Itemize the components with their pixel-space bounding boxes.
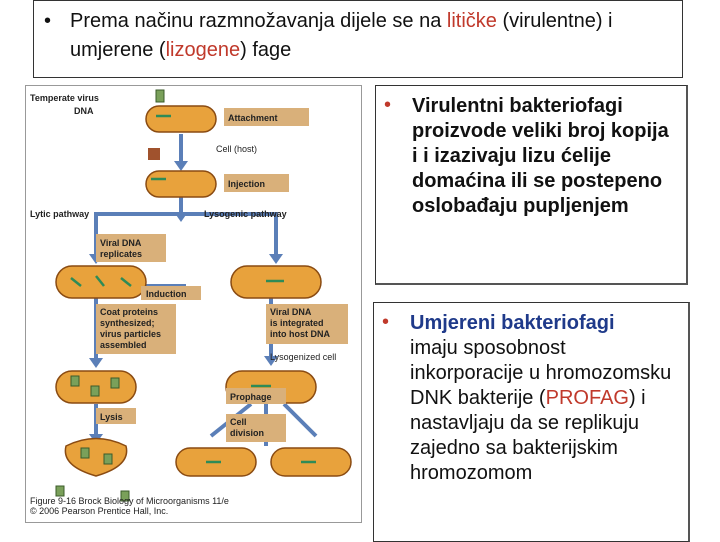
label-cell-division-2: division	[230, 428, 264, 438]
title-red2: lizogene	[165, 39, 241, 61]
label-coat-1: Coat proteins	[100, 307, 158, 317]
cell-attachment	[145, 105, 217, 133]
label-attachment: Attachment	[228, 113, 278, 123]
phage-5	[103, 453, 113, 465]
label-lysogenized-cell: Lysogenized cell	[270, 352, 336, 362]
cell-injection	[145, 170, 217, 198]
label-integrated-2: is integrated	[270, 318, 324, 328]
phage-3	[110, 377, 120, 389]
label-coat-2: synthesized;	[100, 318, 155, 328]
label-integrated-3: into host DNA	[270, 329, 330, 339]
phage-1	[70, 375, 80, 387]
label-boxes	[96, 108, 348, 442]
label-cell-division-1: Cell	[230, 417, 247, 427]
phage-temperate	[155, 89, 165, 103]
virulent-box: • Virulentni bakteriofagi proizvode veli…	[375, 85, 688, 285]
label-viral-dna-replicates-1: Viral DNA	[100, 238, 142, 248]
label-cell-host: Cell (host)	[216, 144, 257, 154]
temperate-box: • Umjereni bakteriofagi imaju sposobnost …	[373, 302, 690, 542]
label-lysis: Lysis	[100, 412, 123, 422]
free-virion	[148, 148, 160, 160]
label-lysogenic-pathway: Lysogenic pathway	[204, 209, 287, 219]
figure-svg: Temperate virus DNA Attachment Cell (hos…	[30, 89, 352, 516]
figure-caption-2: © 2006 Pearson Prentice Hall, Inc.	[30, 506, 168, 516]
label-viral-dna-replicates-2: replicates	[100, 249, 142, 259]
dna-marks	[70, 114, 316, 464]
phage-6	[55, 485, 65, 497]
title-part2: (virulentne) i umjerene (	[70, 10, 613, 61]
phage-7	[120, 490, 130, 502]
label-coat-4: assembled	[100, 340, 147, 350]
label-integrated-1: Viral DNA	[270, 307, 312, 317]
phage-particles	[55, 89, 165, 502]
title-part3: ) fage	[240, 39, 292, 61]
phage-4	[80, 447, 90, 459]
label-dna: DNA	[74, 106, 94, 116]
temperate-text1: imaju sposobnost inkorporacije u hromozo…	[410, 337, 672, 409]
cell-lysis	[64, 437, 128, 477]
title-bullet: •	[44, 10, 52, 32]
phage-lifecycle-figure: Temperate virus DNA Attachment Cell (hos…	[25, 85, 362, 523]
virulent-text: Virulentni bakteriofagi proizvode veliki…	[412, 95, 669, 217]
temperate-text2: ) i nastavljaju da se replikuju zajedno …	[410, 387, 646, 484]
figure-caption-1: Figure 9-16 Brock Biology of Microorgani…	[30, 496, 229, 506]
virulent-bullet: •	[384, 94, 392, 116]
temperate-text: Umjereni bakteriofagi imaju sposobnost in…	[410, 311, 682, 486]
label-injection: Injection	[228, 179, 265, 189]
label-coat-3: virus particles	[100, 329, 161, 339]
phage-2	[90, 385, 100, 397]
label-temperate-virus: Temperate virus	[30, 93, 99, 103]
temperate-heading: Umjereni bakteriofagi	[410, 312, 615, 334]
title-box: • Prema načinu razmnožavanja dijele se n…	[33, 0, 683, 78]
label-prophage: Prophage	[230, 392, 272, 402]
title-text: Prema načinu razmnožavanja dijele se na …	[70, 7, 672, 65]
title-part1: Prema načinu razmnožavanja dijele se na	[70, 10, 447, 32]
temperate-red: PROFAG	[545, 387, 629, 409]
title-red1: litičke	[446, 10, 497, 32]
temperate-bullet: •	[382, 311, 390, 333]
label-lytic-pathway: Lytic pathway	[30, 209, 89, 219]
label-induction: Induction	[146, 289, 187, 299]
